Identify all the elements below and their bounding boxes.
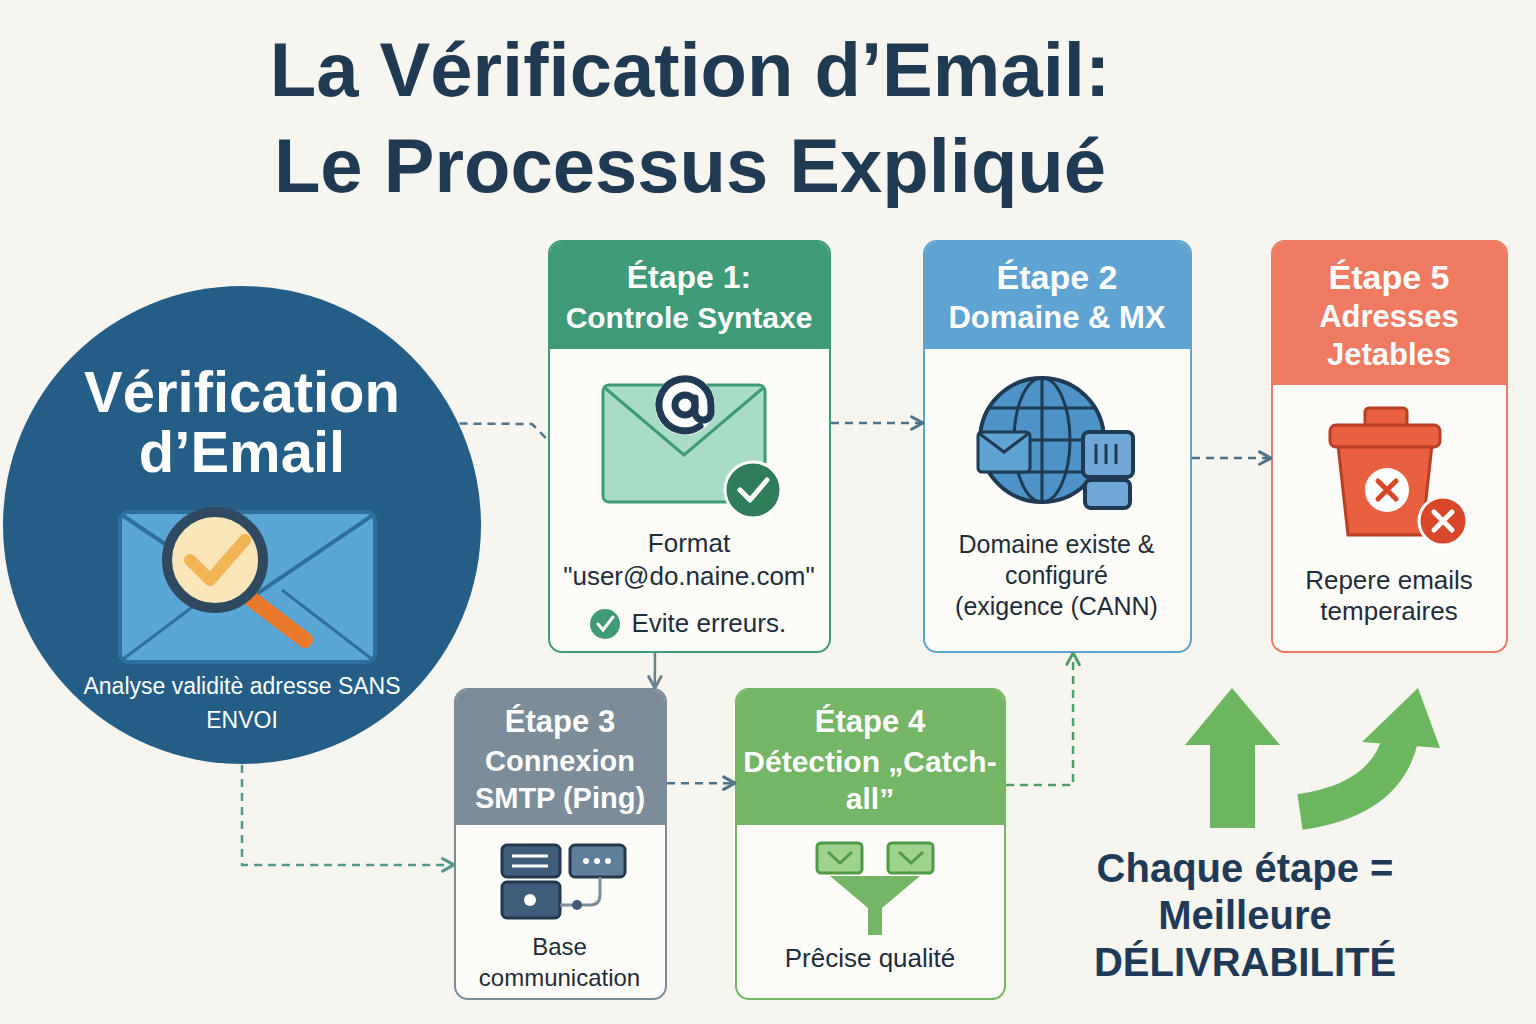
step-name: Connexion SMTP (Ping) <box>458 743 663 817</box>
curved-arrow <box>1300 740 1400 812</box>
arrow-head <box>443 859 454 871</box>
step-box: Étape 4Détection „Catch-all” Prêcise qual… <box>735 688 1006 1000</box>
step-box: Étape 2 Domaine & MX Domaine existe & conf… <box>923 240 1192 653</box>
step-number: Étape 1: <box>558 258 821 296</box>
connector <box>242 765 454 871</box>
step-box: Étape 3Connexion SMTP (Ping) Base communi… <box>454 688 667 1000</box>
step-box: Étape 1: Controle SyntaxeFormat "user@do.… <box>548 240 831 653</box>
step-description: Format "user@do.naine.com" <box>554 527 825 593</box>
step-description: Base communication <box>465 931 655 993</box>
connector-line <box>242 765 454 865</box>
arrow-head <box>912 417 923 429</box>
step-number: Étape 3 <box>458 703 663 740</box>
curved-arrow-head <box>1362 688 1440 748</box>
circle-fill <box>3 286 481 764</box>
connector <box>1192 452 1271 464</box>
start-circle: Vérification d’EmailAnalyse validitè adr… <box>2 285 482 765</box>
step-name: Domaine & MX <box>933 300 1182 336</box>
connector <box>460 424 548 441</box>
connector-line <box>667 782 735 785</box>
step-name: Adresses Jetables <box>1281 298 1498 374</box>
connector-line <box>1192 457 1271 460</box>
arrow-head <box>724 777 735 789</box>
step-name: Controle Syntaxe <box>558 300 821 336</box>
connector <box>831 417 923 429</box>
step-number: Étape 2 <box>933 258 1182 296</box>
arrow-head <box>1260 452 1271 464</box>
slogan: Chaque étape = Meilleure DÉLIVRABILITÉ <box>1065 845 1425 986</box>
step-note: Evite erreurs. <box>632 608 822 639</box>
circle-subtitle: Analyse validitè adresse SANS ENVOI <box>82 669 402 737</box>
step-number: Étape 4 <box>743 703 998 740</box>
connector <box>667 777 735 789</box>
connector <box>649 653 661 688</box>
circle-title: Vérification d’Email <box>52 362 432 482</box>
step-name: Détection „Catch-all” <box>743 743 998 817</box>
step-description: Prêcise qualité <box>745 943 996 974</box>
connector-line <box>1006 653 1073 785</box>
connector-line <box>460 424 548 441</box>
connector-line <box>831 422 923 425</box>
arrow-head <box>1067 653 1079 664</box>
up-arrow <box>1185 688 1280 828</box>
step-box: Étape 5Adresses JetablesRepere emails te… <box>1271 240 1508 653</box>
step-description: Repere emails temperaires <box>1282 565 1497 627</box>
arrow-head <box>649 677 661 688</box>
step-number: Étape 5 <box>1281 258 1498 296</box>
connector <box>1006 653 1079 785</box>
step-description: Domaine existe & configuré (exigence (CA… <box>952 529 1162 622</box>
diagram-title: La Vérification d’Email: Le Processus Ex… <box>240 22 1140 214</box>
connector-line <box>654 653 657 688</box>
